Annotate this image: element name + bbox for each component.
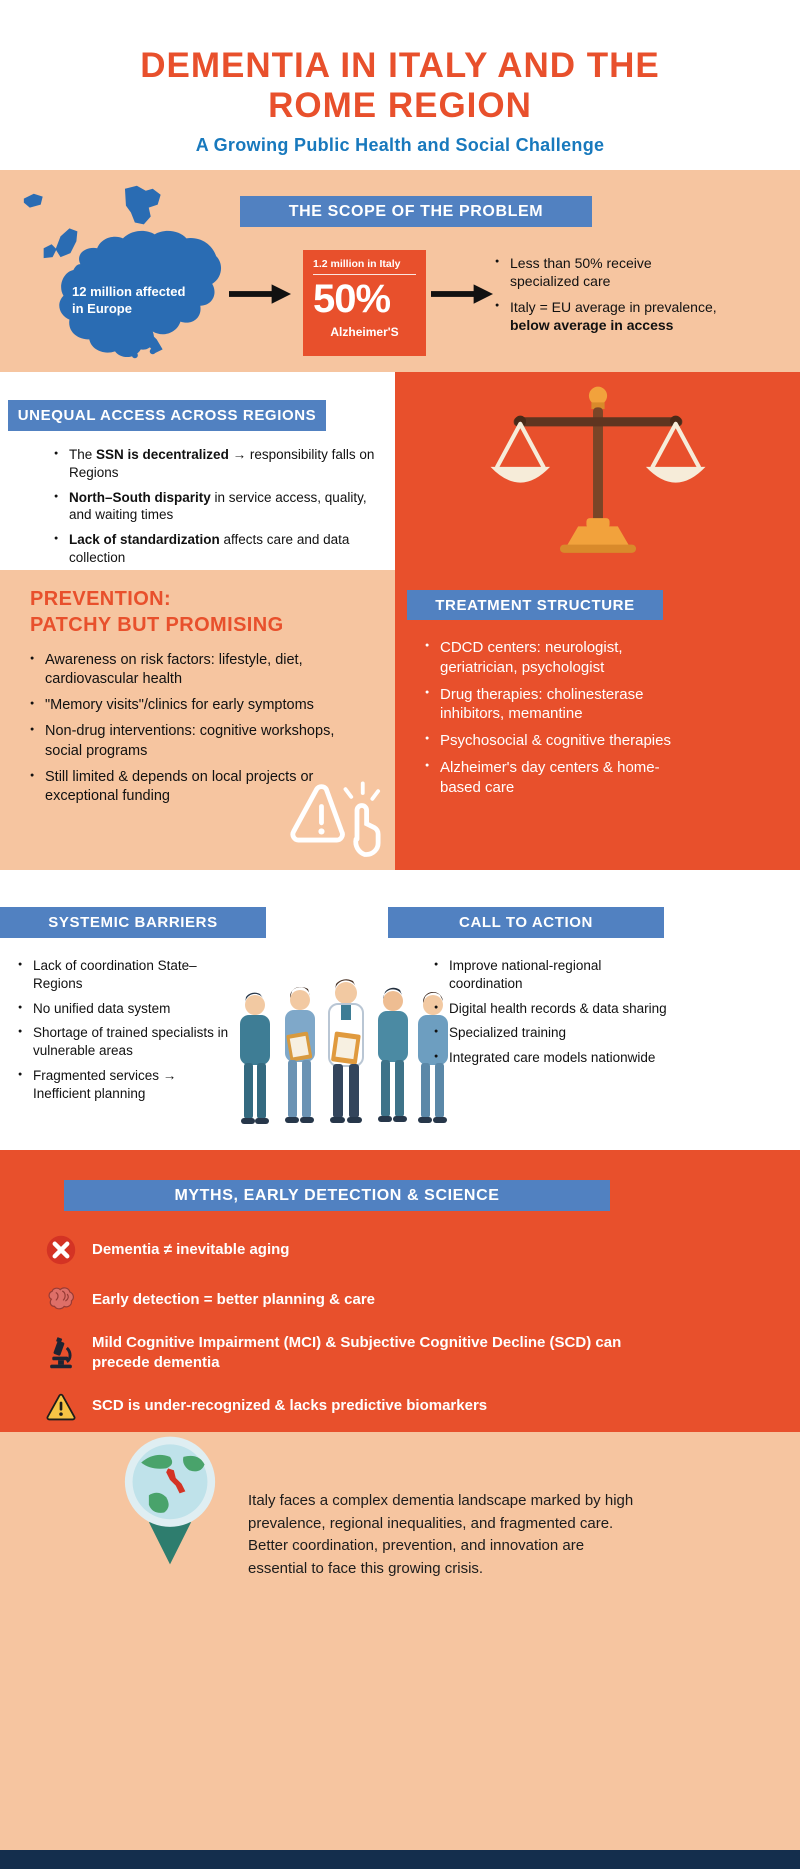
list-item: CDCD centers: neurologist, geriatrician,… [425, 638, 677, 678]
list-item: Still limited & depends on local project… [30, 768, 355, 806]
warning-triangle-icon [44, 1390, 78, 1424]
warning-hand-icon [290, 781, 381, 857]
scale-panel [395, 372, 800, 570]
myth-row: Early detection = better planning & care [44, 1283, 800, 1317]
action-bullet-list: Improve national-regional coordination D… [434, 957, 674, 1074]
italy-location-pin-icon [124, 1436, 216, 1565]
list-item: Psychosocial & cognitive therapies [425, 731, 677, 751]
list-item: No unified data system [18, 1000, 234, 1018]
list-item: North–South disparity in service access,… [54, 489, 389, 525]
barriers-banner: SYSTEMIC BARRIERS [0, 907, 266, 938]
scope-banner: THE SCOPE OF THE PROBLEM [240, 196, 592, 227]
europe-map-label: 12 million affected in Europe [72, 284, 186, 316]
treatment-banner: TREATMENT STRUCTURE [407, 590, 663, 620]
header: DEMENTIA IN ITALY AND THE ROME REGION A … [0, 0, 800, 170]
list-item: Non-drug interventions: cognitive worksh… [30, 722, 355, 760]
myth-rows: Dementia ≠ inevitable aging Early detect… [0, 1233, 800, 1424]
arrow-right-icon [229, 284, 291, 304]
arrow-right-icon [431, 284, 493, 304]
barriers-bullet-list: Lack of coordination State–Regions No un… [18, 957, 234, 1110]
stat-caption-top: 1.2 million in Italy [313, 258, 416, 275]
list-item: Awareness on risk factors: lifestyle, di… [30, 651, 355, 689]
myth-text: Dementia ≠ inevitable aging [92, 1240, 290, 1258]
prevention-treatment-section: PREVENTION: PATCHY BUT PROMISING Awarene… [0, 570, 800, 870]
barriers-action-section: SYSTEMIC BARRIERS CALL TO ACTION Lack of… [0, 905, 800, 1150]
medical-team-illustration [240, 979, 448, 1124]
bottom-bar [0, 1850, 800, 1869]
list-item: Alzheimer's day centers & home-based car… [425, 758, 677, 798]
closing-summary-text: Italy faces a complex dementia landscape… [248, 1492, 634, 1577]
treatment-panel: TREATMENT STRUCTURE CDCD centers: neurol… [395, 570, 800, 870]
footer-section: Italy faces a complex dementia landscape… [0, 1432, 800, 1850]
myth-text: Mild Cognitive Impairment (MCI) & Subjec… [92, 1334, 622, 1372]
myth-text: Early detection = better planning & care [92, 1290, 375, 1308]
balance-scale-icon [490, 386, 705, 553]
list-item: The SSN is decentralized → responsibilit… [54, 446, 389, 482]
list-item: Drug therapies: cholinesterase inhibitor… [425, 685, 677, 725]
stat-box: 1.2 million in Italy 50% Alzheimer'S [303, 250, 426, 356]
list-item: Integrated care models nationwide [434, 1049, 674, 1067]
myth-text: SCD is under-recognized & lacks predicti… [92, 1397, 488, 1415]
brain-icon [44, 1283, 78, 1317]
page-subtitle: A Growing Public Health and Social Chall… [195, 134, 605, 155]
list-item: "Memory visits"/clinics for early sympto… [30, 696, 355, 715]
microscope-icon [44, 1336, 78, 1370]
access-bullet-list: The SSN is decentralized → responsibilit… [54, 446, 389, 574]
myths-banner: MYTHS, EARLY DETECTION & SCIENCE [64, 1180, 610, 1211]
list-item: Specialized training [434, 1024, 674, 1042]
scope-section: THE SCOPE OF THE PROBLEM 12 million affe… [0, 170, 800, 372]
access-section: UNEQUAL ACCESS ACROSS REGIONS The SSN is… [0, 372, 800, 570]
x-circle-icon [44, 1233, 78, 1267]
list-item: Improve national-regional coordination [434, 957, 674, 993]
treatment-bullet-list: CDCD centers: neurologist, geriatrician,… [425, 638, 677, 798]
spacer [0, 870, 800, 905]
prevention-title: PREVENTION: PATCHY BUT PROMISING [30, 588, 284, 636]
stat-caption-bottom: Alzheimer'S [330, 325, 399, 339]
prevention-panel: PREVENTION: PATCHY BUT PROMISING Awarene… [0, 570, 395, 870]
list-item: Fragmented services → Inefficient planni… [18, 1067, 234, 1103]
access-banner: UNEQUAL ACCESS ACROSS REGIONS [8, 400, 326, 431]
list-item: Shortage of trained specialists in vulne… [18, 1024, 234, 1060]
myth-row: Dementia ≠ inevitable aging [44, 1233, 800, 1267]
stat-value: 50% [313, 277, 391, 321]
prevention-bullet-list: Awareness on risk factors: lifestyle, di… [30, 651, 355, 806]
europe-map-icon [23, 185, 222, 359]
action-banner: CALL TO ACTION [388, 907, 664, 938]
list-item: Lack of standardization affects care and… [54, 531, 389, 567]
myths-section: MYTHS, EARLY DETECTION & SCIENCE Dementi… [0, 1150, 800, 1432]
myth-row: Mild Cognitive Impairment (MCI) & Subjec… [44, 1333, 800, 1374]
myth-row: SCD is under-recognized & lacks predicti… [44, 1390, 800, 1424]
list-item: Lack of coordination State–Regions [18, 957, 234, 993]
page-title: DEMENTIA IN ITALY AND THE ROME REGION [140, 46, 660, 125]
scope-bullet-list: Less than 50% receive specialized care I… [495, 254, 720, 342]
list-item: Less than 50% receive specialized care [495, 254, 720, 291]
list-item: Digital health records & data sharing [434, 1000, 674, 1018]
list-item: Italy = EU average in prevalence, below … [495, 298, 720, 335]
